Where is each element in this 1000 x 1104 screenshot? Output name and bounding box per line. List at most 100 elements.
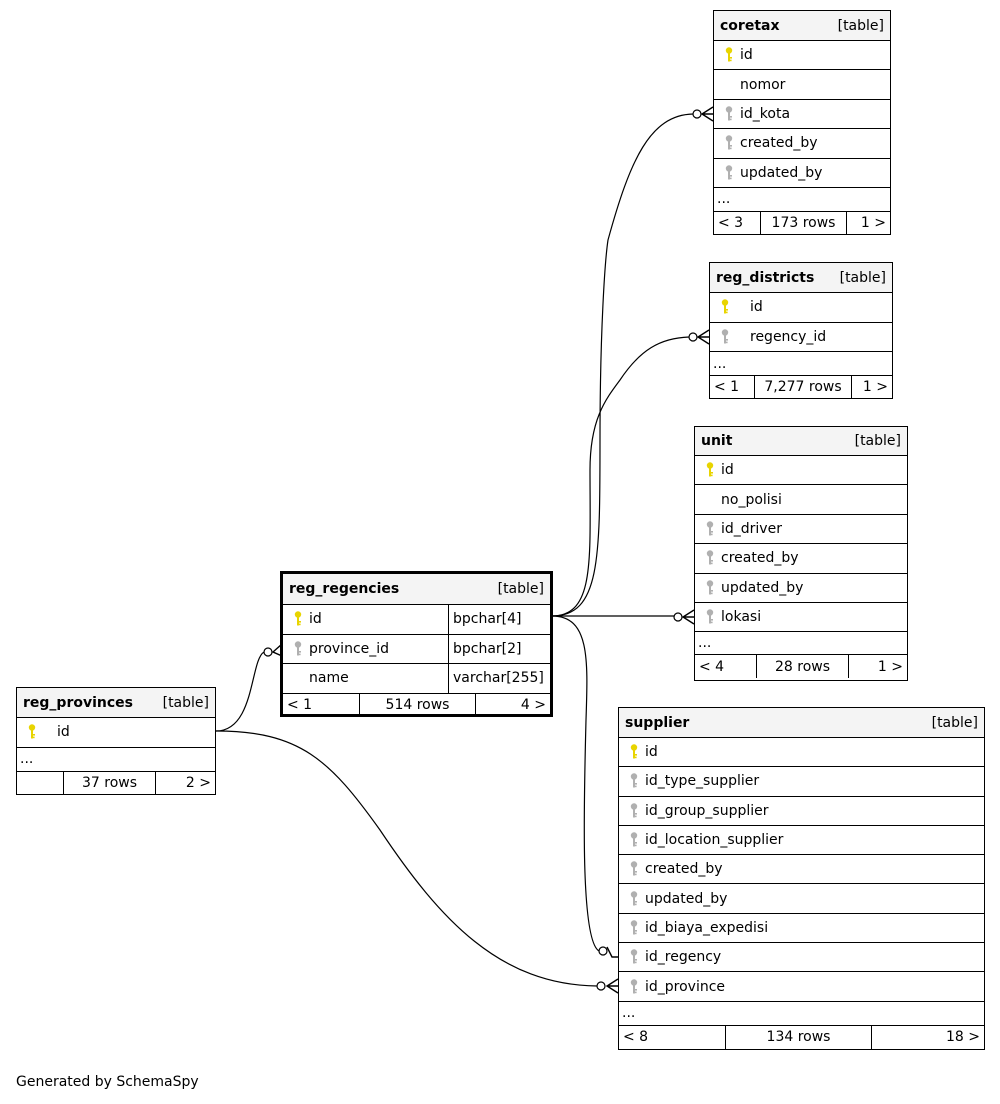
column-row[interactable]: id_biaya_expedisi bbox=[619, 914, 984, 944]
table-footer: < 1 7,277 rows 1 > bbox=[710, 376, 892, 398]
column-row[interactable]: lokasi bbox=[695, 603, 907, 633]
parents-count[interactable]: < 3 bbox=[718, 214, 744, 231]
more-columns[interactable]: ... bbox=[17, 748, 215, 772]
column-row[interactable]: id_location_supplier bbox=[619, 826, 984, 856]
foreign-key-icon bbox=[703, 549, 717, 567]
table-name: reg_districts bbox=[716, 269, 815, 286]
link-regencies-districts bbox=[551, 336, 690, 617]
optional-end-regencies bbox=[263, 647, 273, 657]
foreign-key-icon bbox=[718, 328, 732, 346]
column-name: created_by bbox=[645, 861, 723, 878]
more-columns[interactable]: ... bbox=[710, 352, 892, 376]
table-name: reg_regencies bbox=[289, 581, 400, 597]
column-row[interactable]: created_by bbox=[714, 129, 890, 159]
parents-count[interactable]: < 1 bbox=[287, 696, 313, 713]
row-count: 134 rows bbox=[725, 1025, 871, 1049]
foreign-key-icon bbox=[627, 831, 641, 849]
column-row[interactable]: created_by bbox=[619, 855, 984, 885]
optional-end-districts bbox=[688, 332, 698, 342]
column-row[interactable]: id_group_supplier bbox=[619, 797, 984, 826]
children-count[interactable]: 1 > bbox=[851, 376, 892, 398]
more-columns[interactable]: ... bbox=[695, 632, 907, 656]
column-name-cell: province_id bbox=[283, 635, 448, 664]
column-row[interactable]: id_province bbox=[619, 972, 984, 1002]
optional-end-coretax bbox=[692, 109, 702, 119]
more-columns[interactable]: ... bbox=[619, 1002, 984, 1026]
table-name: coretax bbox=[720, 17, 780, 34]
column-name-cell: no_polisi bbox=[695, 485, 907, 513]
table-kind: [table] bbox=[497, 581, 544, 597]
column-row[interactable]: updated_by bbox=[695, 574, 907, 603]
column-row[interactable]: regency_id bbox=[710, 323, 892, 352]
row-count: 514 rows bbox=[359, 693, 475, 716]
table-footer: < 3 173 rows 1 > bbox=[714, 211, 890, 234]
table-kind: [table] bbox=[839, 269, 886, 286]
optional-end-supplier-province bbox=[596, 981, 606, 991]
column-row[interactable]: id_kota bbox=[714, 100, 890, 130]
parents-count[interactable] bbox=[17, 772, 63, 795]
column-name-cell: id_kota bbox=[714, 100, 890, 128]
column-name-cell: id_driver bbox=[695, 515, 907, 543]
column-name: id_kota bbox=[740, 105, 791, 122]
column-name-cell: updated_by bbox=[619, 884, 984, 912]
column-name-cell: id bbox=[695, 456, 907, 484]
table-header: supplier [table] bbox=[619, 708, 984, 738]
column-row[interactable]: id bbox=[714, 41, 890, 71]
children-count[interactable]: 2 > bbox=[155, 771, 215, 795]
column-row[interactable]: created_by bbox=[695, 544, 907, 574]
primary-key-icon bbox=[25, 723, 39, 741]
column-name-cell: name bbox=[283, 664, 448, 693]
column-name-cell: created_by bbox=[695, 544, 907, 572]
column-row[interactable]: id bbox=[619, 738, 984, 768]
column-row[interactable]: id bbox=[17, 718, 215, 748]
table-kind: [table] bbox=[854, 433, 901, 449]
column-row[interactable]: nomor bbox=[714, 70, 890, 100]
primary-key-icon bbox=[718, 298, 732, 316]
column-name: id_biaya_expedisi bbox=[645, 919, 769, 936]
table-reg-provinces[interactable]: reg_provinces [table] id ... 37 rows 2 > bbox=[16, 687, 216, 795]
column-name: created_by bbox=[740, 135, 818, 152]
link-regencies-supplier bbox=[551, 615, 600, 952]
children-count[interactable]: 18 > bbox=[871, 1025, 984, 1049]
row-count: 173 rows bbox=[760, 211, 846, 234]
column-row[interactable]: id bbox=[695, 456, 907, 486]
table-name: unit bbox=[701, 433, 733, 449]
column-name: lokasi bbox=[721, 609, 762, 626]
column-name: no_polisi bbox=[721, 491, 782, 508]
column-type: bpchar[4] bbox=[448, 605, 550, 634]
column-row[interactable]: updated_by bbox=[619, 884, 984, 914]
column-name: created_by bbox=[721, 550, 799, 567]
table-name: supplier bbox=[625, 714, 690, 731]
column-row[interactable]: id_regency bbox=[619, 943, 984, 973]
column-row[interactable]: id_driver bbox=[695, 515, 907, 545]
children-count[interactable]: 1 > bbox=[846, 211, 890, 234]
column-row[interactable]: id bbox=[710, 293, 892, 323]
column-name: id bbox=[57, 724, 70, 741]
children-count[interactable]: 1 > bbox=[848, 655, 907, 679]
parents-count[interactable]: < 8 bbox=[623, 1029, 649, 1046]
foreign-key-icon bbox=[703, 579, 717, 597]
table-header: reg_regencies [table] bbox=[283, 574, 550, 605]
parents-count[interactable]: < 1 bbox=[714, 379, 740, 395]
more-columns[interactable]: ... bbox=[714, 188, 890, 212]
table-footer: < 4 28 rows 1 > bbox=[695, 655, 907, 679]
children-count[interactable]: 4 > bbox=[475, 693, 550, 716]
foreign-key-icon bbox=[627, 802, 641, 820]
column-row[interactable]: updated_by bbox=[714, 159, 890, 188]
column-row[interactable]: no_polisi bbox=[695, 485, 907, 515]
link-regencies-coretax bbox=[551, 113, 694, 617]
column-name-cell: id_location_supplier bbox=[619, 826, 984, 854]
parents-count[interactable]: < 4 bbox=[699, 658, 725, 675]
column-row[interactable]: id_type_supplier bbox=[619, 767, 984, 797]
column-name: id_province bbox=[645, 978, 726, 995]
crow-foot-districts bbox=[696, 329, 710, 345]
row-count: 37 rows bbox=[63, 771, 155, 795]
